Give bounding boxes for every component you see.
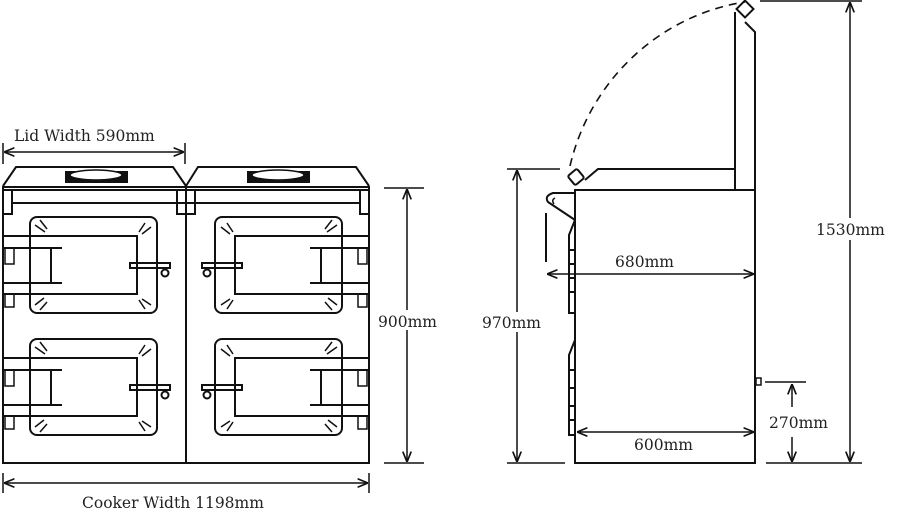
side-body <box>574 189 756 464</box>
depth-with-rail-label: 680mm <box>615 253 674 271</box>
left-lid-handle <box>65 169 128 183</box>
left-lid <box>2 166 187 187</box>
depth-dimension: 600mm <box>578 432 753 454</box>
flue-height-dimension: 270mm <box>765 381 862 464</box>
front-view: Lid Width 590mm Cooker Width 1198mm 900m… <box>2 127 442 512</box>
lower-door-profile <box>568 339 576 436</box>
cooker-width-dimension: Cooker Width 1198mm <box>2 473 370 512</box>
lid-open-height-label: 1530mm <box>816 221 885 239</box>
rail-bar <box>3 189 369 204</box>
closed-lid <box>584 168 735 181</box>
oven-door-bottom-left <box>2 338 171 436</box>
flue-outlet <box>755 377 762 386</box>
lid-width-label: Lid Width 590mm <box>14 127 155 145</box>
lid-open-arc <box>569 1 746 167</box>
oven-door-top-right <box>201 216 370 314</box>
open-lid-panel <box>734 12 756 190</box>
rail-hook <box>545 192 576 221</box>
lid-open-height-dimension: 1530mm <box>760 0 900 461</box>
front-height-label: 900mm <box>378 313 437 331</box>
side-height-label: 970mm <box>482 314 541 332</box>
oven-door-bottom-right <box>201 338 370 436</box>
right-lid <box>185 166 370 187</box>
cooker-width-label: Cooker Width 1198mm <box>82 494 264 512</box>
front-height-dimension: 900mm <box>376 187 442 464</box>
depth-with-rail-dimension: 680mm <box>548 253 753 274</box>
flue-height-label: 270mm <box>769 414 828 432</box>
depth-label: 600mm <box>634 436 693 454</box>
lid-width-dimension: Lid Width 590mm <box>2 127 186 164</box>
side-height-dimension: 970mm <box>482 168 565 464</box>
side-view: 680mm 600mm 970mm 270mm 1530mm <box>482 0 900 464</box>
right-lid-handle <box>247 169 310 183</box>
oven-door-top-left <box>2 216 171 314</box>
